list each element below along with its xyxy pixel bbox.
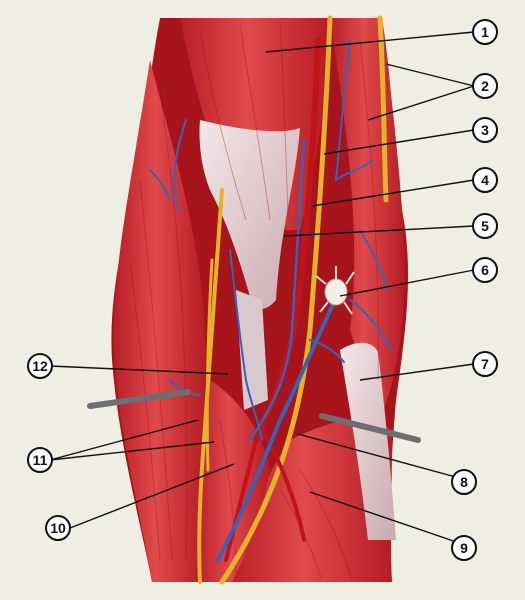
leader-12 (49, 365, 229, 375)
nerve-radial-left-2 (205, 258, 214, 472)
callout-number: 6 (481, 262, 489, 278)
callout-circle (472, 257, 498, 283)
callout-number: 5 (481, 218, 489, 234)
callout-circle (472, 351, 498, 377)
vein-branch-3 (229, 249, 263, 441)
pronator-tendon (340, 342, 396, 540)
callout-5: 5 (472, 213, 498, 239)
vein-branch-5 (349, 229, 393, 351)
callout-number: 8 (460, 474, 468, 490)
callout-number: 4 (481, 172, 489, 188)
leader-8 (297, 433, 475, 483)
nerve-cutaneous (377, 15, 389, 203)
callout-circle (472, 213, 498, 239)
veins (149, 39, 393, 562)
callout-circle (472, 73, 498, 99)
callout-number: 1 (481, 24, 489, 40)
callout-number: 7 (481, 356, 489, 372)
callout-circle (451, 469, 477, 495)
muscle-left-outer (113, 60, 206, 582)
leader-2a (385, 63, 475, 87)
vein-branch-4 (149, 119, 187, 211)
callout-3: 3 (472, 117, 498, 143)
retractors (87, 389, 421, 443)
vein-branch-2 (335, 39, 373, 181)
fossa-floor (236, 290, 268, 410)
callout-7: 7 (472, 351, 498, 377)
leader-7 (359, 363, 475, 381)
muscle-lower-right (230, 419, 392, 582)
callout-12: 12 (27, 353, 53, 379)
callout-6: 6 (472, 257, 498, 283)
leader-1 (265, 31, 475, 53)
callout-2: 2 (472, 73, 498, 99)
retractor-right (319, 413, 421, 443)
callout-number: 12 (32, 358, 48, 374)
callout-circle (27, 447, 53, 473)
artery-radial (224, 438, 258, 562)
callout-1: 1 (472, 19, 498, 45)
leader-11a (49, 419, 199, 461)
leader-9 (309, 491, 475, 549)
artery-ulnar (260, 428, 306, 542)
leader-4 (311, 179, 475, 207)
biceps-tendon (199, 120, 300, 309)
callout-8: 8 (451, 469, 477, 495)
nerve-radial-left (197, 188, 224, 584)
leader-5 (283, 225, 475, 237)
leader-3 (323, 129, 475, 155)
callout-number: 11 (33, 452, 48, 468)
callout-9: 9 (451, 535, 477, 561)
nerves (197, 15, 389, 585)
callout-circle (472, 19, 498, 45)
callout-10: 10 (45, 515, 71, 541)
callout-circle (472, 167, 498, 193)
leader-2b (367, 85, 475, 121)
callout-11: 11 (27, 447, 53, 473)
callout-circle (45, 515, 71, 541)
leader-11b (49, 441, 215, 461)
callout-4: 4 (472, 167, 498, 193)
leader-lines (49, 31, 475, 549)
lymph-node (315, 266, 355, 315)
callout-number: 2 (481, 78, 489, 94)
vein-branch-1 (248, 138, 306, 442)
callout-circle (472, 117, 498, 143)
callout-number: 9 (460, 540, 468, 556)
callout-circle (27, 353, 53, 379)
vein-main (216, 288, 342, 562)
callout-circle (451, 535, 477, 561)
leader-6 (339, 269, 475, 297)
retractor-left (87, 389, 191, 409)
callout-number: 10 (50, 520, 66, 536)
callout-number: 3 (481, 122, 489, 138)
leader-10 (69, 463, 235, 529)
nerve-median (219, 15, 333, 585)
